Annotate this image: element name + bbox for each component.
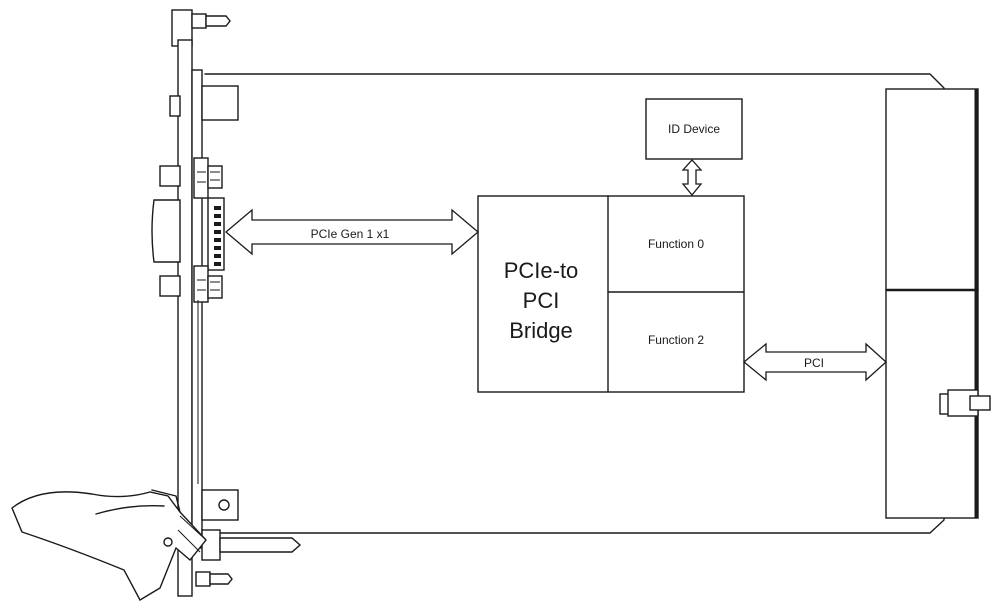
backplane-connector (885, 88, 991, 519)
lower-jack-screw (159, 275, 181, 297)
function-0-label: Function 0 (648, 237, 704, 251)
front-panel (151, 9, 302, 597)
connector-upper (885, 88, 979, 291)
lower-jack-nut (207, 275, 223, 299)
led-housing (169, 95, 181, 117)
upper-jack-post (193, 157, 209, 199)
lower-jack-post (193, 265, 209, 303)
bottom-guide-pin (219, 537, 302, 553)
ejector-pivot (163, 537, 173, 547)
bridge-title-line2: PCI (523, 288, 560, 313)
id-device-label: ID Device (668, 122, 720, 136)
upper-jack-screw (159, 165, 181, 187)
function-2-label: Function 2 (648, 333, 704, 347)
bridge-title-line3: Bridge (509, 318, 573, 343)
ejector-grip-line-2 (151, 489, 181, 513)
bottom-screw (209, 573, 233, 585)
faceplate-rail (191, 69, 203, 549)
pci-link-label: PCI (804, 356, 824, 370)
ejector-lever (11, 491, 207, 601)
top-screw (205, 15, 231, 27)
ejector-hinge (177, 515, 207, 553)
connector-key-pin (969, 395, 991, 411)
bridge-box (477, 195, 745, 393)
ejector-handle (11, 489, 207, 601)
bottom-latch-hole (218, 499, 230, 511)
upper-jack-nut (207, 165, 223, 189)
pci-link-arrow (742, 342, 887, 382)
pcie-link-label: PCIe Gen 1 x1 (311, 227, 390, 241)
bottom-screw-head (195, 571, 211, 587)
connector-shell (151, 199, 181, 263)
lower-jack-detail (197, 279, 220, 291)
id-device-box (645, 98, 743, 160)
connector-pin-row (214, 206, 221, 266)
ejector-grip-line (95, 505, 165, 515)
pcie-link-arrow (224, 208, 480, 256)
id-device-link-arrow (681, 159, 703, 197)
upper-jack-detail (197, 171, 220, 183)
top-screw-head (191, 13, 207, 29)
led-block (201, 85, 239, 121)
bridge-title-line1: PCIe-to (504, 258, 579, 283)
bottom-pin-post (201, 529, 221, 561)
